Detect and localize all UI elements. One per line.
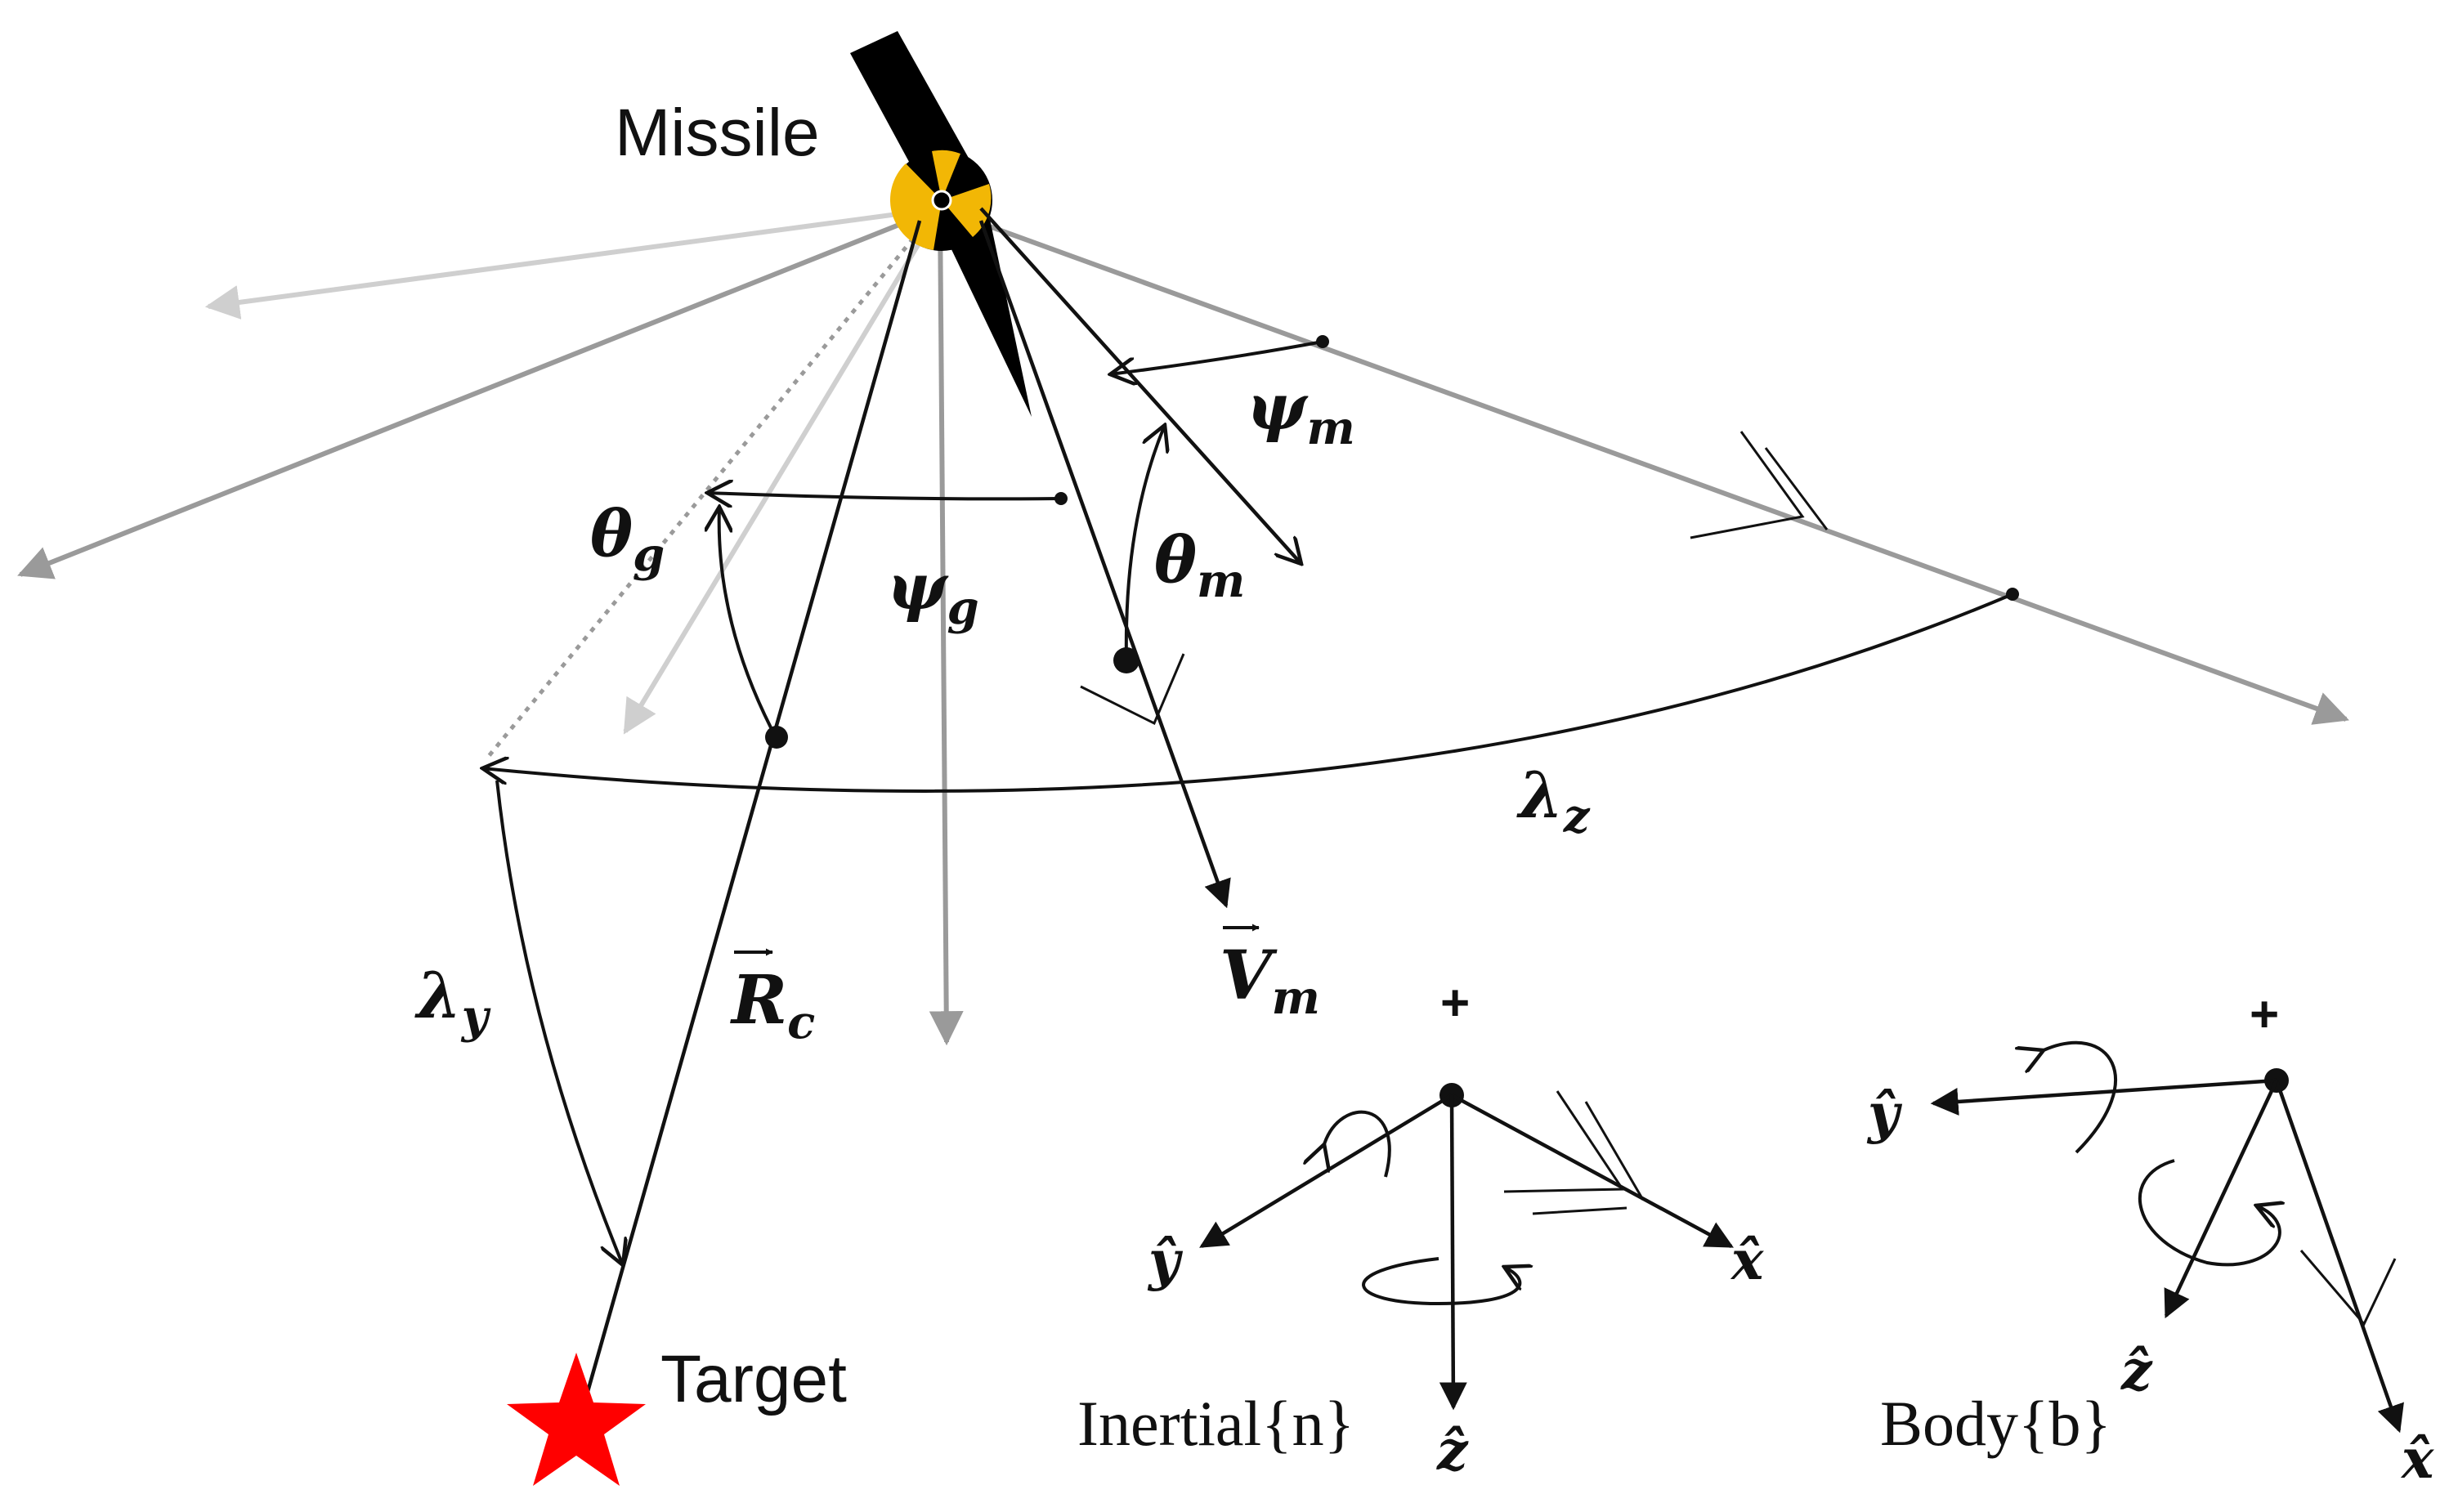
gray-axis-left [17, 206, 942, 579]
vectors [569, 207, 1301, 1435]
inertial-z-axis [1439, 1094, 1467, 1411]
target-label: Target [660, 1342, 847, 1416]
inertial-x-label: x̂ [1730, 1228, 1764, 1292]
body-y-label: ŷ [1866, 1081, 1903, 1145]
body-y-axis [1930, 1078, 2277, 1116]
velocity-label: Vm [1220, 924, 1320, 1025]
gimbal-accent-right [942, 184, 992, 237]
lambda-z-arc-dot [2006, 588, 2019, 601]
inertial-y-axis [1199, 1094, 1453, 1248]
body-z-rotation-icon [2138, 1159, 2280, 1267]
body-x-parallel-mark [2299, 1250, 2397, 1326]
velocity-vector [978, 220, 1231, 909]
inertial-y-label: ŷ [1147, 1228, 1184, 1292]
inertial-z-label: ẑ [1436, 1419, 1469, 1483]
theta-g-lower-dot [765, 726, 788, 749]
target-star [507, 1353, 646, 1486]
body-x-axis [2274, 1080, 2404, 1434]
body-frame: + x̂ ŷ ẑ Body{b} [1866, 986, 2434, 1491]
gimbal-accent-top [932, 150, 960, 200]
body-plus-sign: + [2250, 986, 2279, 1043]
theta-g-arc-dot [1054, 492, 1068, 505]
gimbal-center [931, 190, 952, 211]
inertial-parallel-marks [1503, 1090, 1645, 1215]
body-y-rotation-icon [2044, 1040, 2117, 1154]
range-vector-line-of-sight [569, 220, 922, 1435]
svg-text:Vm: Vm [1220, 937, 1320, 1025]
body-z-label: ẑ [2120, 1339, 2153, 1402]
inertial-y-rotation-icon [1324, 1110, 1391, 1178]
psi-m-arc [1110, 340, 1323, 374]
psi-m-arc-dot [1316, 335, 1329, 348]
light-axis-lower-left [623, 207, 942, 735]
svg-text:Rc: Rc [730, 961, 815, 1049]
body-x-label: x̂ [2400, 1427, 2434, 1491]
inertial-plus-sign: + [1440, 975, 1470, 1031]
inertial-frame-name: Inertial{n} [1077, 1388, 1354, 1459]
gray-axis-right [938, 206, 2349, 725]
theta-m-label: θm [1154, 523, 1245, 608]
theta-g-horizontal-arc [707, 493, 1062, 499]
gray-axis-down [929, 208, 964, 1046]
missile [850, 31, 1032, 417]
range-label: Rc [730, 948, 815, 1049]
body-frame-name: Body{b} [1880, 1388, 2111, 1459]
theta-m-arc [1124, 425, 1165, 661]
lambda-z-label: λz [1516, 758, 1591, 843]
angle-arcs [482, 335, 2019, 1265]
missile-reference-axes [17, 206, 2349, 1046]
gimbal-accent-left [890, 163, 942, 250]
body-x-axis-line [979, 207, 1301, 564]
lambda-y-arc [495, 780, 623, 1265]
parallel-marks-right-axis [1690, 431, 1829, 539]
lambda-y-label: λy [414, 959, 491, 1044]
inertial-x-axis [1450, 1094, 1734, 1248]
theta-m-dot [1113, 647, 1139, 673]
missile-label: Missile [615, 96, 820, 170]
theta-g-label: θg [590, 497, 665, 582]
inertial-frame: + x̂ ŷ ẑ Inertial{n} [1077, 975, 1764, 1483]
psi-m-label: ψm [1247, 370, 1355, 455]
theta-g-arc [719, 507, 777, 736]
inertial-z-rotation-icon [1362, 1257, 1520, 1306]
lambda-z-arc [482, 593, 2013, 793]
parallel-marks-velocity [1080, 653, 1185, 726]
light-axis-upper-left [204, 206, 941, 320]
body-z-axis [2164, 1080, 2279, 1319]
psi-g-label: ψg [887, 550, 979, 635]
